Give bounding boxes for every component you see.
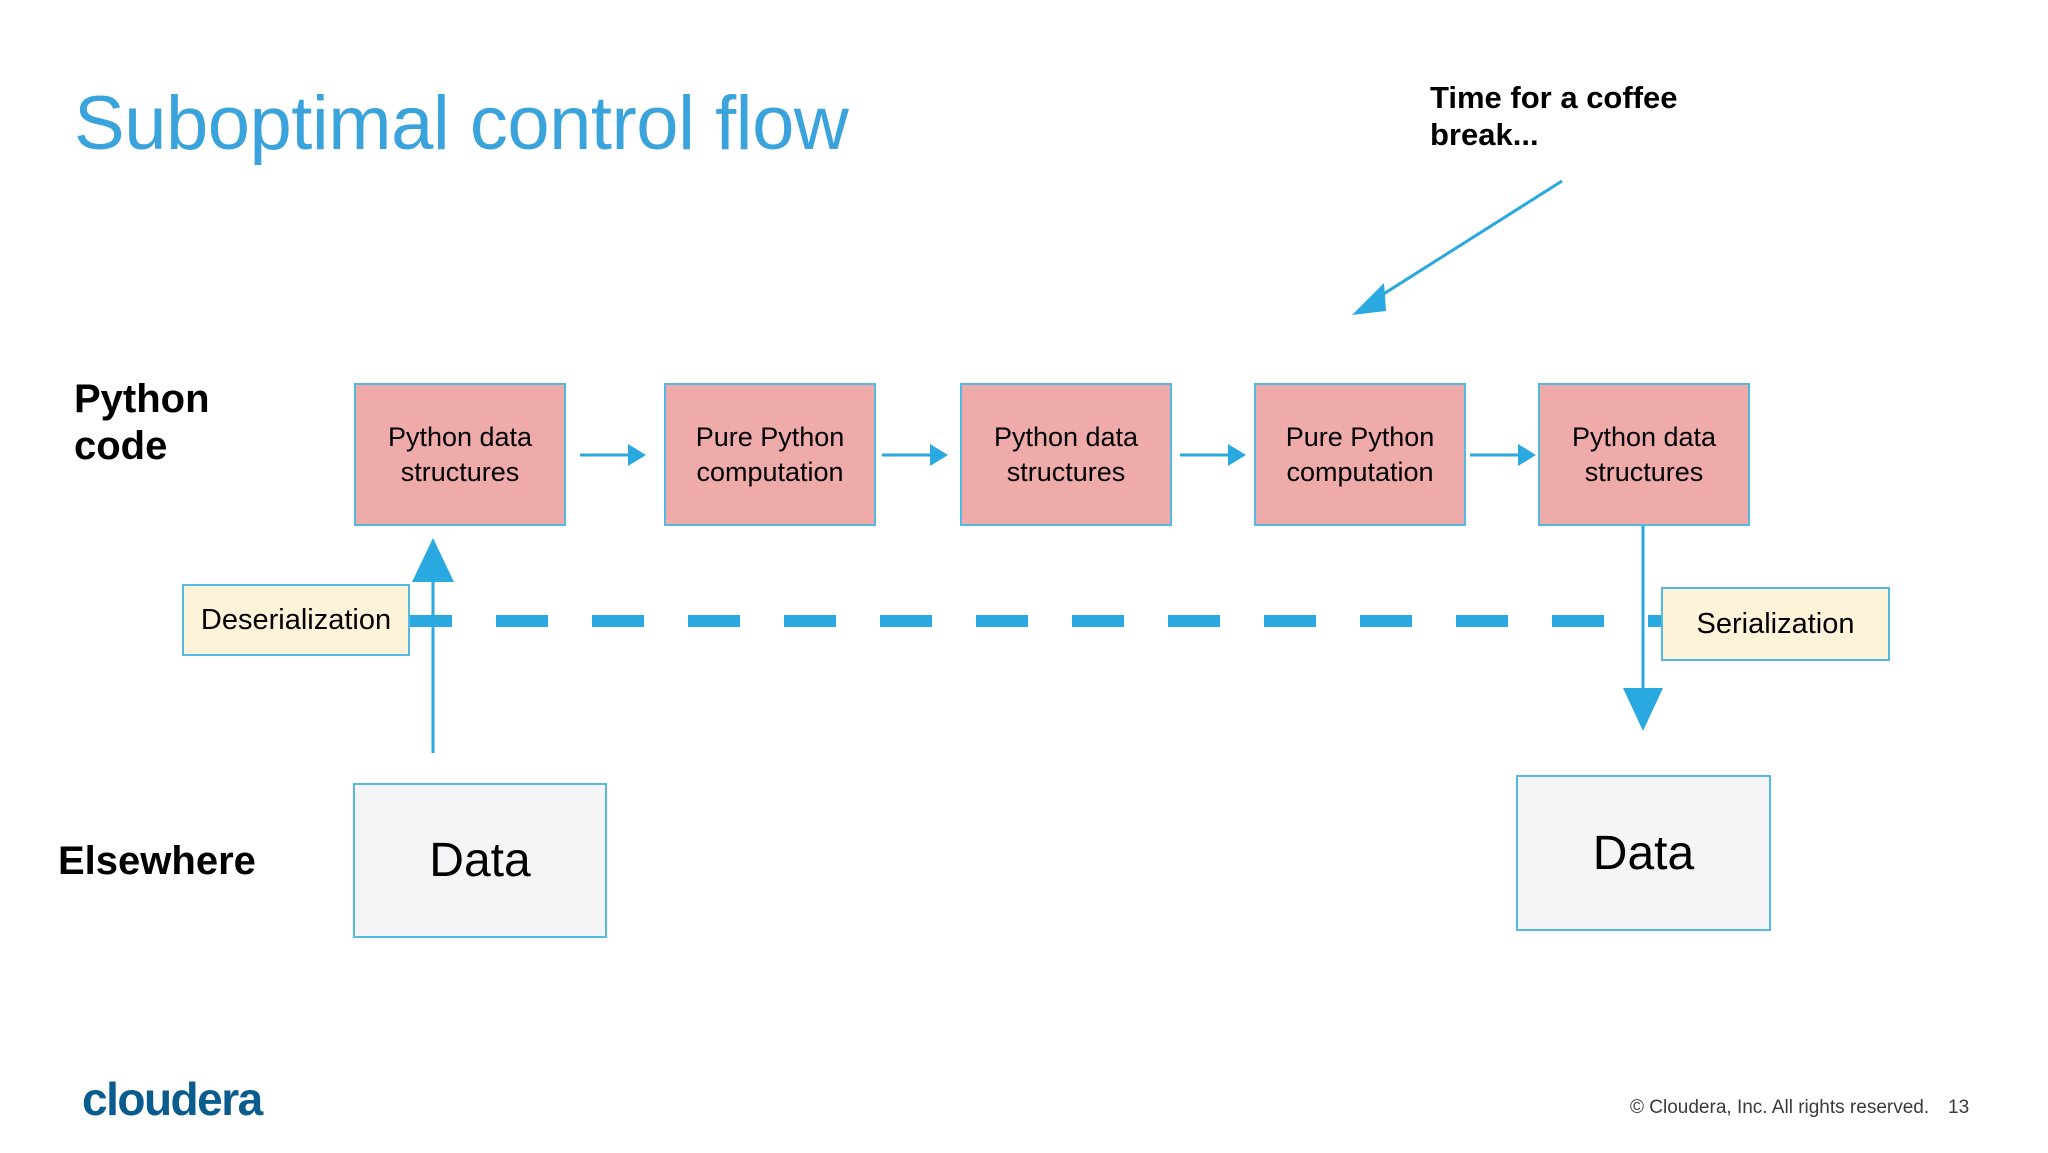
pipeline-box-1-line1: Python data [387, 421, 533, 452]
row-label-python-code: Python code [74, 376, 210, 470]
deserialization-label[interactable]: Deserialization [182, 584, 410, 656]
callout-text: Time for a coffee break... [1430, 80, 1770, 153]
boundary-dashed-line [400, 615, 1690, 627]
callout-arrow-icon [1352, 179, 1563, 315]
pipeline-box-5[interactable]: Python data structures [1538, 383, 1750, 526]
pipeline-box-3[interactable]: Python data structures [960, 383, 1172, 526]
pipeline-box-4-line1: Pure Python [1285, 421, 1435, 452]
callout-line-1: Time for a coffee [1430, 80, 1678, 115]
pipeline-box-1[interactable]: Python data structures [354, 383, 566, 526]
copyright-text: © Cloudera, Inc. All rights reserved. [1630, 1097, 1930, 1118]
pipeline-box-1-line2: structures [400, 456, 520, 487]
cloudera-logo: cloudera [82, 1073, 263, 1125]
page-title: Suboptimal control flow [74, 81, 849, 166]
row-label-python-code-line1: Python [74, 377, 210, 421]
pipeline-box-3-line1: Python data [993, 421, 1139, 452]
pipeline-arrow-4-icon [1470, 444, 1536, 466]
serialize-arrow-icon [1623, 526, 1663, 731]
row-label-python-code-line2: code [74, 424, 168, 469]
deserialize-arrow-icon [412, 538, 454, 753]
serialization-label[interactable]: Serialization [1661, 587, 1890, 661]
pipeline-box-5-line1: Python data [1571, 421, 1717, 452]
pipeline-box-2-line2: computation [696, 456, 844, 487]
pipeline-box-2[interactable]: Pure Python computation [664, 383, 876, 526]
pipeline-box-2-line1: Pure Python [695, 421, 845, 452]
pipeline-box-5-line2: structures [1584, 456, 1704, 487]
data-store-right[interactable]: Data [1516, 775, 1771, 931]
row-label-elsewhere: Elsewhere [58, 839, 256, 883]
pipeline-arrow-1-icon [580, 444, 646, 466]
page-number: 13 [1948, 1097, 1970, 1118]
callout-line-2: break... [1430, 116, 1539, 152]
pipeline-box-4-line2: computation [1286, 456, 1434, 487]
pipeline-box-3-line2: structures [1006, 456, 1126, 487]
data-store-left[interactable]: Data [353, 783, 607, 938]
pipeline-arrow-2-icon [882, 444, 948, 466]
pipeline-box-4[interactable]: Pure Python computation [1254, 383, 1466, 526]
pipeline-arrow-3-icon [1180, 444, 1246, 466]
